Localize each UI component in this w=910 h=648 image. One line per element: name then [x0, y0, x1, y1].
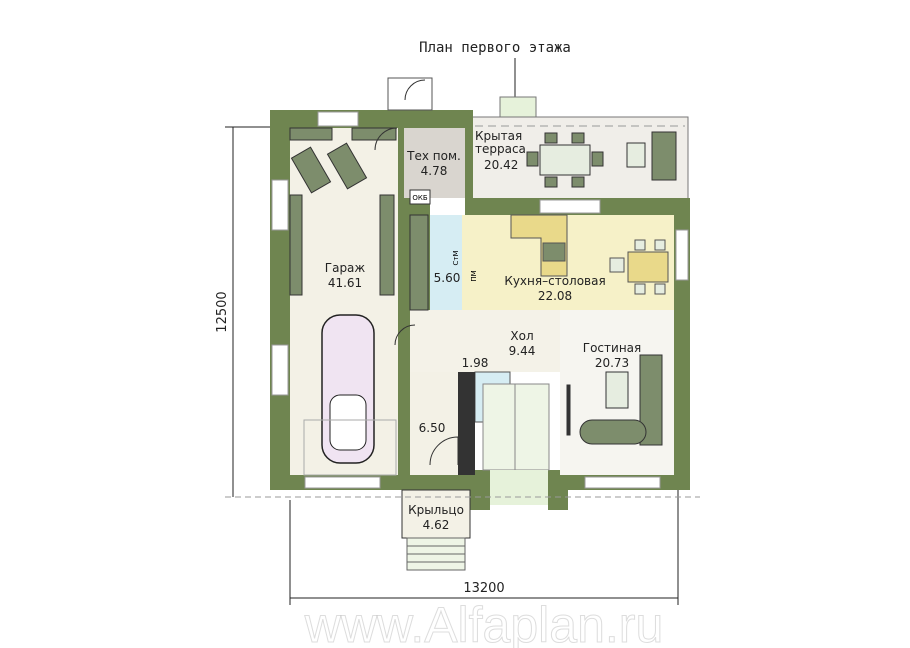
pantry-area: 5.60 — [434, 271, 461, 285]
room-labels: Гараж 41.61 Тех пом. 4.78 Крытая терраса… — [325, 129, 641, 532]
hall-area: 9.44 — [509, 344, 536, 358]
boiler — [409, 189, 431, 205]
pantry-shelf — [409, 214, 429, 311]
kitchen-area: 22.08 — [538, 289, 572, 303]
staircase — [482, 383, 550, 471]
garage-area: 41.61 — [328, 276, 362, 290]
hall-label: Хол — [510, 329, 533, 343]
living-furniture — [566, 354, 663, 446]
living-label: Гостиная — [583, 341, 641, 355]
watermark: www.Alfaplan.ru — [304, 597, 664, 648]
porch-area: 4.62 — [423, 518, 450, 532]
tech-label: Тех пом. — [406, 149, 461, 163]
doors — [374, 77, 459, 466]
car-spot — [303, 419, 397, 476]
terrace-label-2: терраса — [475, 142, 526, 156]
dimension-lines — [225, 126, 700, 605]
kitchen-furniture — [510, 214, 669, 295]
vestibule — [490, 470, 548, 505]
washer-label: СтМ — [452, 250, 460, 265]
porch-stairs — [406, 537, 466, 571]
boiler-label: ОКБ — [412, 194, 427, 202]
width-dimension: 13200 — [463, 581, 504, 596]
plan-title: План первого этажа — [419, 40, 571, 56]
room-porch — [401, 489, 471, 539]
garage-label: Гараж — [325, 261, 366, 275]
terrace-area: 20.42 — [484, 158, 518, 172]
room-tech — [404, 128, 465, 198]
porch-label: Крыльцо — [408, 503, 464, 517]
room-wardrobe — [410, 372, 458, 475]
car-icon — [321, 314, 375, 464]
kitchen-label: Кухня–столовая — [504, 274, 605, 288]
terrace-step — [499, 96, 537, 118]
bathroom-area: 1.98 — [462, 356, 489, 370]
shoe-rack — [458, 372, 475, 475]
tech-area: 4.78 — [421, 164, 448, 178]
living-area: 20.73 — [595, 356, 629, 370]
room-hall — [410, 310, 560, 372]
terrace-furniture — [526, 131, 677, 188]
height-dimension: 12500 — [215, 291, 230, 332]
room-pantry — [430, 215, 462, 310]
dishwasher-label: ПМ — [470, 270, 478, 281]
windows — [271, 111, 689, 489]
terrace-label: Крытая — [475, 129, 522, 143]
wardrobe-area: 6.50 — [419, 421, 446, 435]
